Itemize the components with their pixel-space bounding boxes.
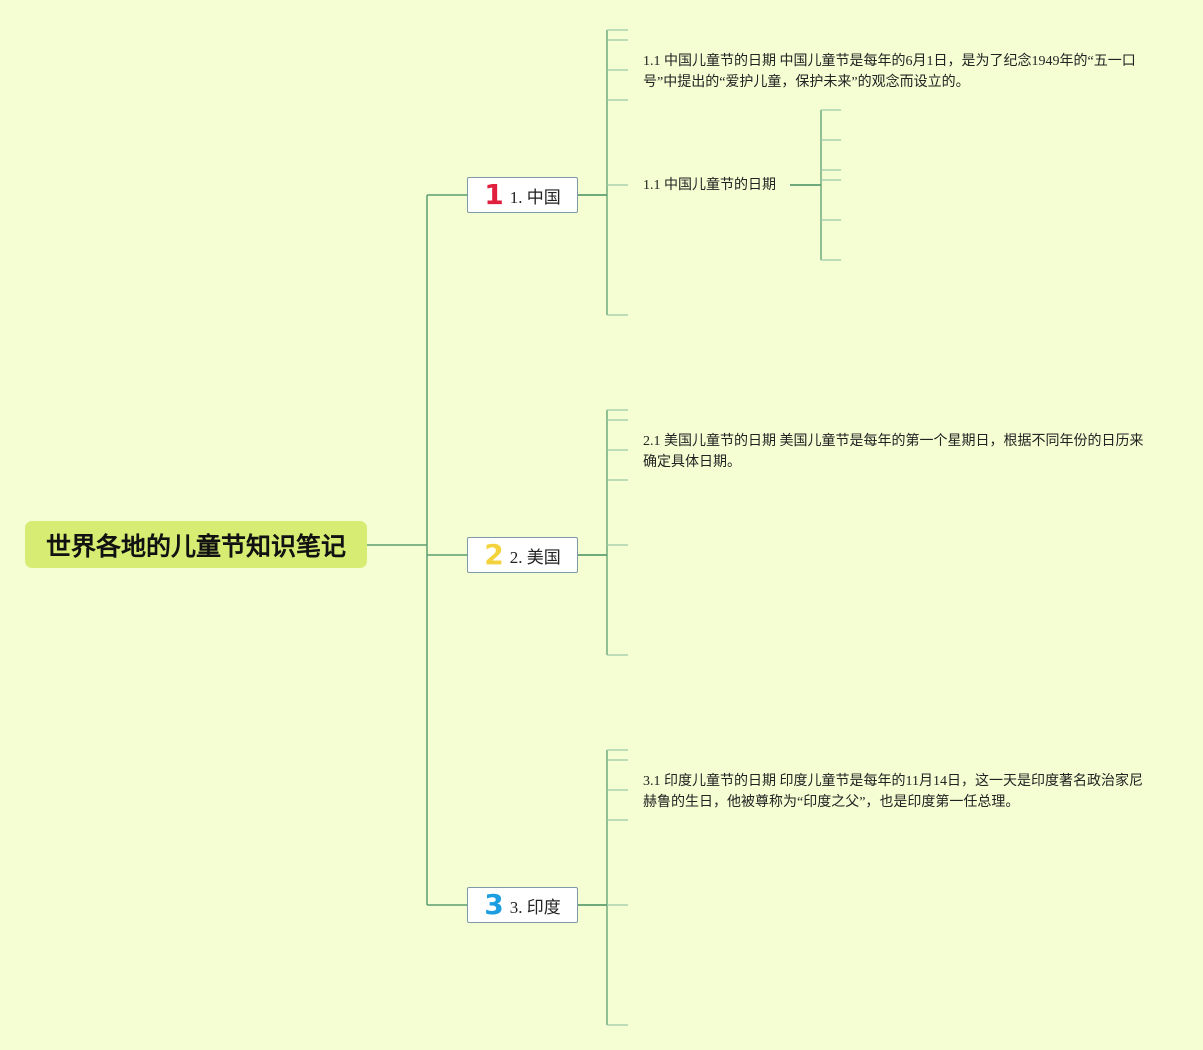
root-title: 世界各地的儿童节知识笔记	[45, 531, 346, 561]
branch-usa[interactable]: 2 2. 美国	[467, 537, 578, 573]
root-topic[interactable]: 世界各地的儿童节知识笔记	[25, 521, 367, 568]
subtopic-china-date[interactable]: 1.1 中国儿童节的日期	[643, 178, 776, 193]
branch-china[interactable]: 1 1. 中国	[467, 177, 578, 213]
note-usa-date[interactable]: 2.1 美国儿童节的日期 美国儿童节是每年的第一个星期日，根据不同年份的日历来确…	[643, 434, 1144, 470]
branch-label-usa: 2. 美国	[509, 547, 561, 567]
note-china-date[interactable]: 1.1 中国儿童节的日期 中国儿童节是每年的6月1日，是为了纪念1949年的“五…	[643, 54, 1136, 90]
branch-india[interactable]: 3 3. 印度	[467, 887, 578, 923]
number-three-badge: 3	[484, 888, 504, 921]
branch-label-india: 3. 印度	[509, 897, 561, 917]
branch-label-china: 1. 中国	[509, 187, 561, 207]
note-india-date[interactable]: 3.1 印度儿童节的日期 印度儿童节是每年的11月14日，这一天是印度著名政治家…	[643, 774, 1143, 810]
number-two-badge: 2	[484, 538, 504, 571]
number-one-badge: 1	[484, 178, 504, 211]
